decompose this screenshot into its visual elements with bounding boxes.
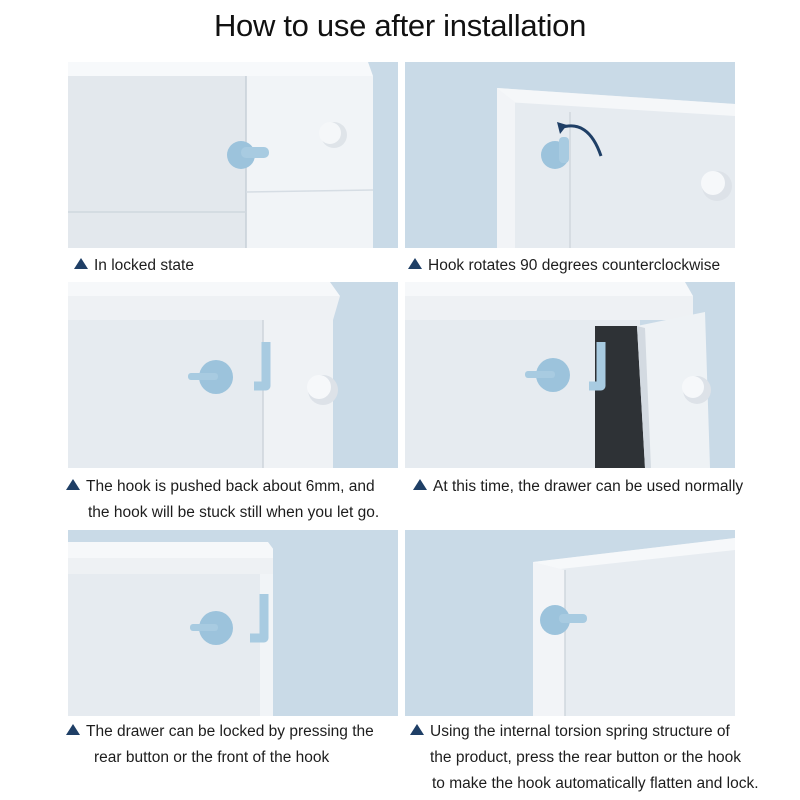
step-5-image bbox=[68, 530, 398, 716]
triangle-bullet-icon bbox=[410, 724, 424, 735]
page-title: How to use after installation bbox=[213, 8, 587, 43]
triangle-bullet-icon bbox=[66, 724, 80, 735]
step-3-image bbox=[68, 282, 398, 468]
step-4-caption: At this time, the drawer can be used nor… bbox=[413, 474, 743, 500]
hook-rotate-illustration bbox=[405, 62, 735, 248]
step-3-caption: The hook is pushed back about 6mm, and t… bbox=[66, 474, 379, 526]
triangle-bullet-icon bbox=[408, 258, 422, 269]
hook-pushed-illustration bbox=[68, 282, 398, 468]
drawer-open-illustration bbox=[405, 282, 735, 468]
step-1-image bbox=[68, 62, 398, 248]
auto-flatten-illustration bbox=[405, 530, 735, 716]
press-lock-illustration bbox=[68, 530, 398, 716]
cabinet-locked-illustration bbox=[68, 62, 398, 248]
triangle-bullet-icon bbox=[66, 479, 80, 490]
step-1-caption: In locked state bbox=[74, 253, 194, 279]
step-6-image bbox=[405, 530, 735, 716]
step-6-caption: Using the internal torsion spring struct… bbox=[410, 719, 759, 797]
step-5-caption: The drawer can be locked by pressing the… bbox=[66, 719, 374, 771]
step-4-image bbox=[405, 282, 735, 468]
step-2-image bbox=[405, 62, 735, 248]
triangle-bullet-icon bbox=[413, 479, 427, 490]
step-2-caption: Hook rotates 90 degrees counterclockwise bbox=[408, 253, 720, 279]
triangle-bullet-icon bbox=[74, 258, 88, 269]
